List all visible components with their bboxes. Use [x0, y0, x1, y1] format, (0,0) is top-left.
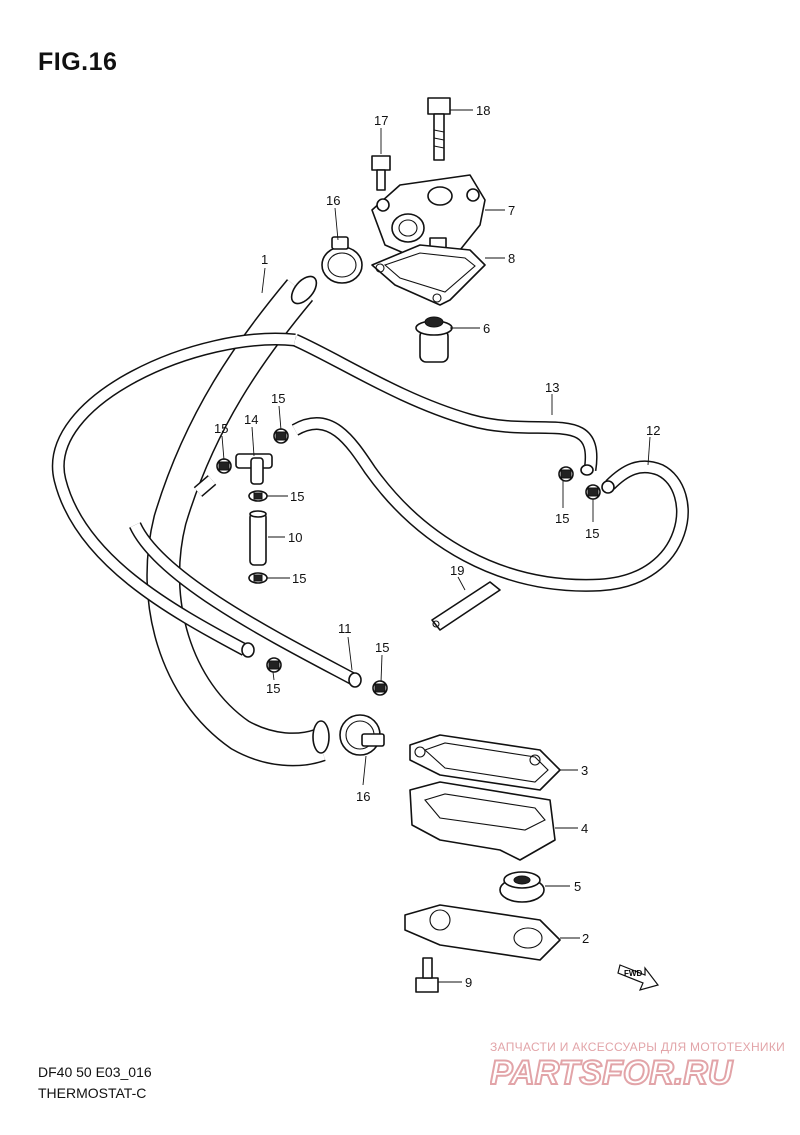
callout-15-a: 15 [214, 421, 228, 436]
callout-17: 17 [374, 113, 388, 128]
callout-2: 2 [582, 931, 589, 946]
watermark-tagline: ЗАПЧАСТИ И АКСЕССУАРЫ ДЛЯ МОТОТЕХНИКИ [490, 1040, 786, 1054]
callout-7: 7 [508, 203, 515, 218]
fwd-label: FWD [624, 969, 642, 978]
callout-13: 13 [545, 380, 559, 395]
callout-6: 6 [483, 321, 490, 336]
clamp-15 [216, 428, 601, 696]
hose-11 [129, 522, 362, 688]
joint-14 [235, 453, 273, 485]
leader-lines [221, 109, 651, 983]
bolt-17 [371, 155, 391, 191]
callout-10: 10 [288, 530, 302, 545]
hose-13 [51, 332, 598, 658]
callout-15-d: 15 [292, 571, 306, 586]
callout-15-h: 15 [375, 640, 389, 655]
hose-short [193, 475, 217, 497]
thermostat-5 [499, 871, 545, 903]
callout-5: 5 [574, 879, 581, 894]
callout-16-a: 16 [326, 193, 340, 208]
watermark-logo-text: PARTSFOR.RU [490, 1054, 734, 1092]
watermark-logo: PARTSFOR.RU [490, 1053, 735, 1092]
callout-16-b: 16 [356, 789, 370, 804]
callout-15-g: 15 [266, 681, 280, 696]
bracket-19 [431, 581, 501, 631]
callout-3: 3 [581, 763, 588, 778]
hose-12 [291, 417, 689, 592]
fwd-arrow-icon: FWD [617, 964, 660, 991]
figure-title: FIG.16 [38, 48, 118, 76]
callout-4: 4 [581, 821, 588, 836]
callout-11: 11 [338, 621, 352, 636]
callout-19: 19 [450, 563, 464, 578]
thermostat-6 [415, 316, 453, 363]
callout-12: 12 [646, 423, 660, 438]
callout-1: 1 [261, 252, 268, 267]
thermostat-cover-7 [371, 174, 486, 261]
hose-1 [146, 275, 330, 767]
callout-14: 14 [244, 412, 258, 427]
diagram-code: DF40 50 E03_016 [38, 1064, 152, 1080]
bolt-18 [427, 97, 451, 161]
callout-8: 8 [508, 251, 515, 266]
callouts: 1 2 3 4 5 6 7 8 9 10 11 12 13 14 15 15 1… [214, 103, 660, 990]
gasket-2 [404, 904, 561, 961]
callout-15-f: 15 [585, 526, 599, 541]
gasket-8 [371, 244, 486, 306]
housing-4 [409, 781, 556, 861]
bolt-9 [415, 957, 439, 993]
callout-15-c: 15 [290, 489, 304, 504]
callout-15-b: 15 [271, 391, 285, 406]
clamp-16 [321, 236, 385, 756]
gasket-3 [409, 734, 561, 791]
hose-10 [249, 510, 267, 566]
callout-9: 9 [465, 975, 472, 990]
callout-15-e: 15 [555, 511, 569, 526]
diagram-name: THERMOSTAT-C [38, 1085, 147, 1101]
callout-18: 18 [476, 103, 490, 118]
